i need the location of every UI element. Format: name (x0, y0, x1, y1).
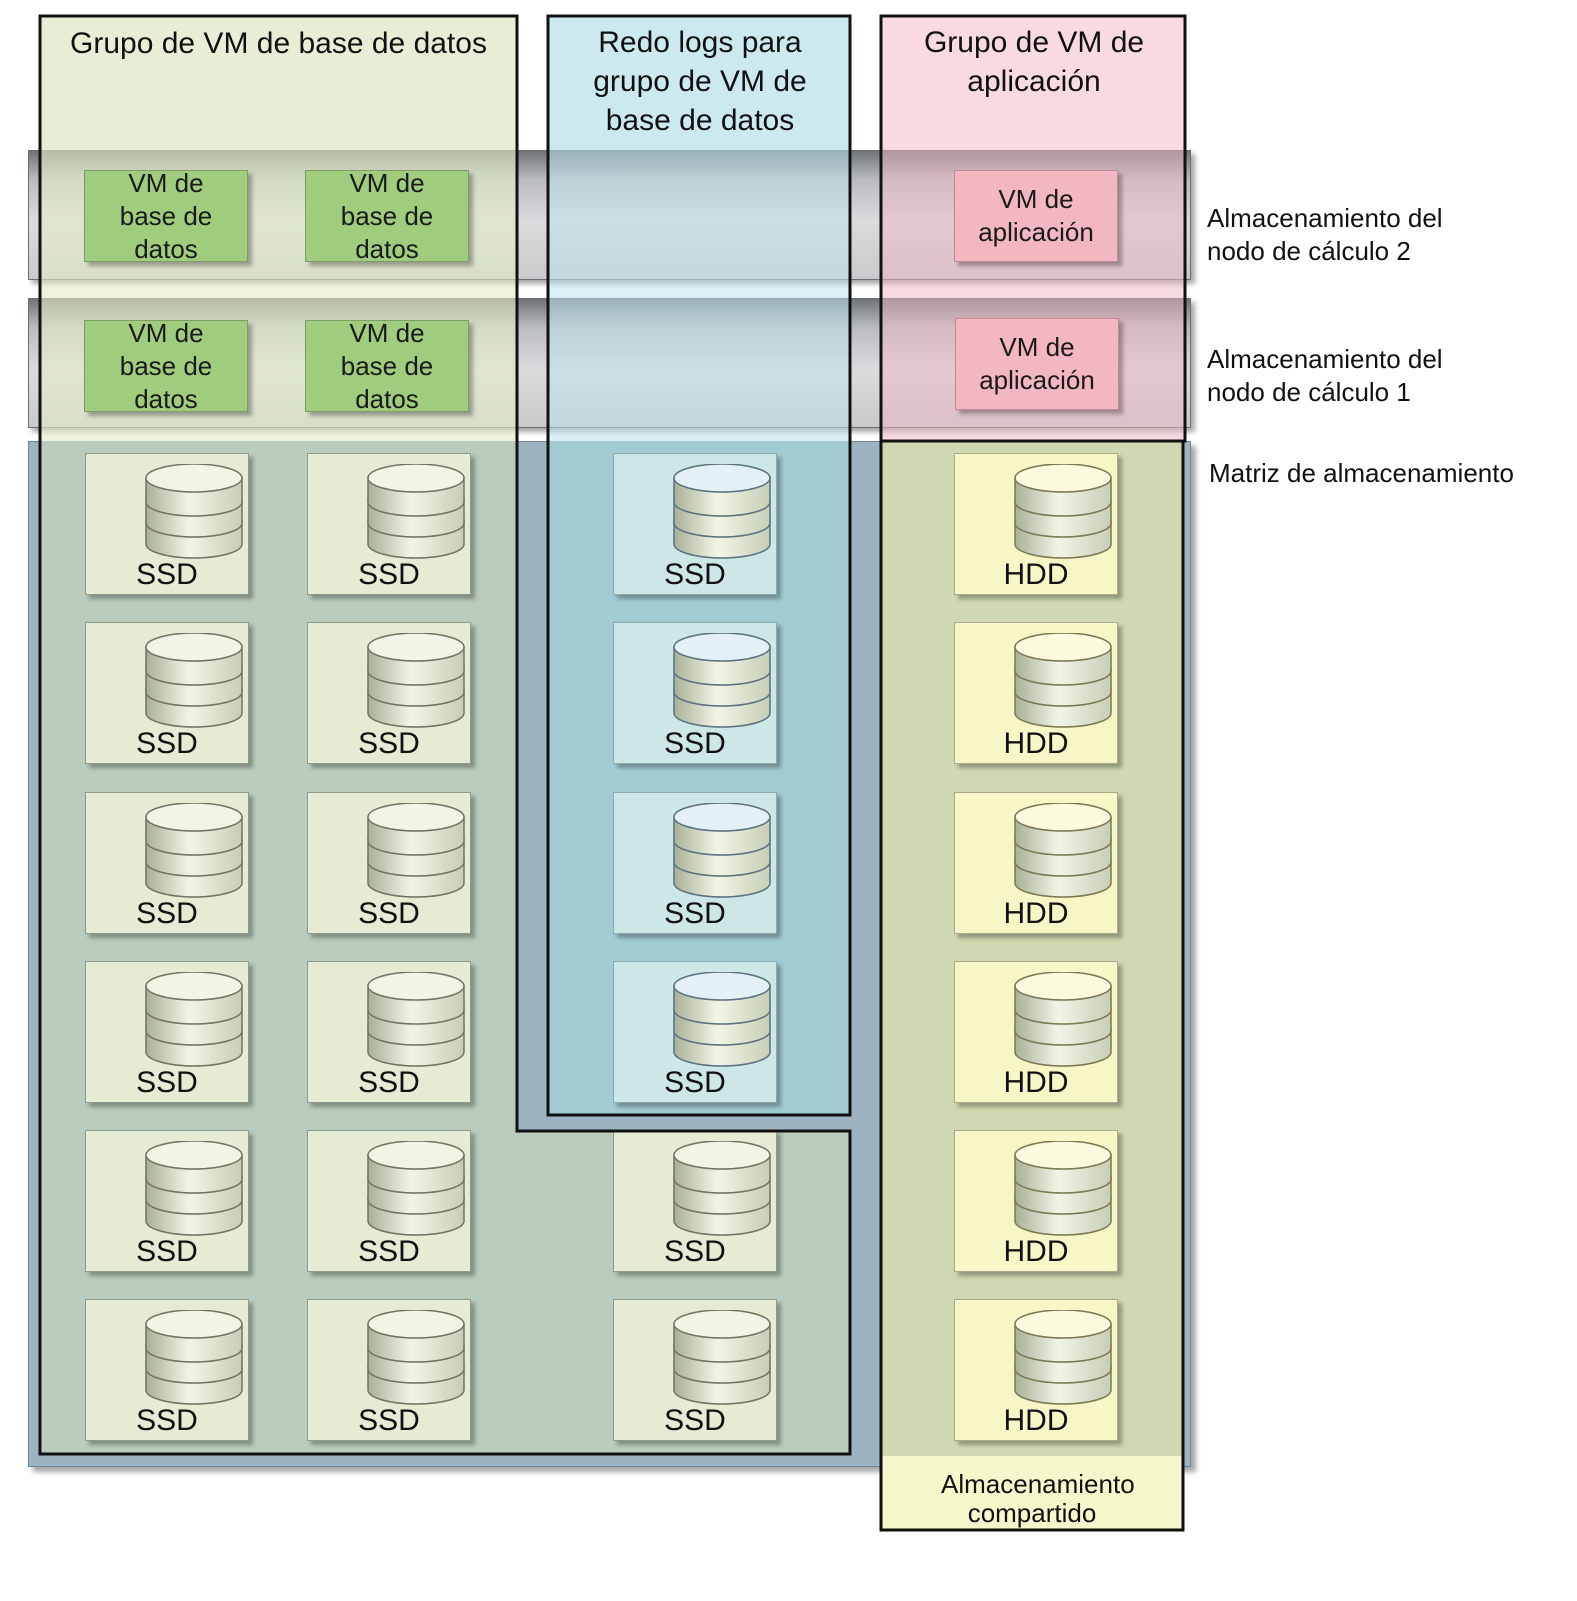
redo-logs-group-outline (546, 14, 852, 1117)
disk-label: SSD (358, 1235, 420, 1268)
shared-storage-outline (879, 439, 1185, 1532)
ssd-disk: SSD (307, 622, 471, 764)
disk-label: SSD (664, 1404, 726, 1437)
disk-label: SSD (664, 727, 726, 760)
ssd-disk: SSD (613, 622, 777, 764)
hdd-disk: HDD (954, 1130, 1118, 1272)
ssd-disk: SSD (307, 1130, 471, 1272)
db-vm: VM de base de datos (84, 168, 248, 264)
disk-label: SSD (136, 558, 198, 591)
compute-node-2-label: Almacenamiento del nodo de cálculo 2 (1207, 203, 1443, 266)
disk-label: SSD (664, 558, 726, 591)
app-vm: VM de aplicación (955, 318, 1119, 410)
redo-group-node-area (548, 150, 850, 441)
ssd-disk: SSD (85, 1130, 249, 1272)
hdd-disk: HDD (954, 961, 1118, 1103)
hdd-disk: HDD (954, 622, 1118, 764)
db-vm-group-title: Grupo de VM de base de datos (70, 27, 487, 60)
disk-label: SSD (136, 1235, 198, 1268)
ssd-disk: SSD (307, 453, 471, 595)
ssd-disk: SSD (85, 792, 249, 934)
disk-label: HDD (1003, 727, 1069, 760)
app-vm: VM de aplicación (954, 170, 1118, 262)
ssd-disk: SSD (307, 1299, 471, 1441)
disk-label: HDD (1003, 558, 1069, 591)
disk-label: HDD (1003, 1235, 1069, 1268)
db-vm: VM de base de datos (84, 318, 248, 414)
hdd-disk: HDD (954, 1299, 1118, 1441)
disk-label: SSD (136, 727, 198, 760)
ssd-disk: SSD (85, 1299, 249, 1441)
ssd-disk: SSD (307, 961, 471, 1103)
db-vm: VM de base de datos (305, 168, 469, 264)
disk-label: HDD (1003, 1404, 1069, 1437)
disk-label: SSD (136, 1066, 198, 1099)
disk-label: SSD (358, 558, 420, 591)
app-vm-group-outline (879, 14, 1187, 443)
disk-label: SSD (358, 1404, 420, 1437)
db-vm-group-header-area (40, 16, 517, 150)
hdd-disk: HDD (954, 453, 1118, 595)
ssd-disk: SSD (85, 961, 249, 1103)
disk-label: HDD (1003, 897, 1069, 930)
disk-label: SSD (664, 897, 726, 930)
ssd-disk: SSD (613, 453, 777, 595)
ssd-disk: SSD (613, 1130, 777, 1272)
disk-label: SSD (664, 1066, 726, 1099)
disk-label: SSD (358, 1066, 420, 1099)
ssd-disk: SSD (613, 1299, 777, 1441)
compute-node-1-label: Almacenamiento del nodo de cálculo 1 (1207, 344, 1443, 407)
disk-label: SSD (358, 897, 420, 930)
hdd-disk: HDD (954, 792, 1118, 934)
disk-label: SSD (136, 897, 198, 930)
redo-logs-group-title: Redo logs para grupo de VM de base de da… (593, 26, 807, 137)
ssd-disk: SSD (85, 453, 249, 595)
shared-storage-label: Almacenamiento compartido (881, 1456, 1183, 1530)
disk-label: SSD (136, 1404, 198, 1437)
disk-label: HDD (1003, 1066, 1069, 1099)
shared-storage-area (881, 441, 1183, 1456)
ssd-disk: SSD (613, 792, 777, 934)
db-vm-group-array-area (40, 441, 517, 1454)
db-vm: VM de base de datos (305, 318, 469, 414)
ssd-disk: SSD (613, 961, 777, 1103)
db-vm-group-outline (38, 14, 852, 1456)
redo-group-header-area (548, 16, 850, 150)
storage-array-label: Matriz de almacenamiento (1209, 458, 1514, 488)
disk-label: SSD (664, 1235, 726, 1268)
ssd-disk: SSD (307, 792, 471, 934)
disk-label: SSD (358, 727, 420, 760)
app-vm-group-header-area (881, 16, 1185, 150)
app-vm-group-title: Grupo de VM de aplicación (923, 26, 1145, 98)
ssd-disk: SSD (85, 622, 249, 764)
